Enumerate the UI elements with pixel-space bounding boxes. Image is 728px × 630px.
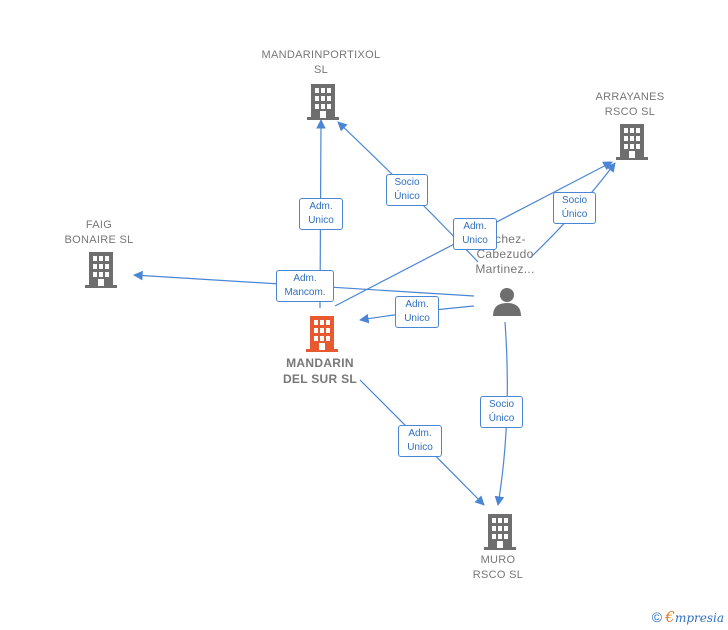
edge-label-adm-mancom[interactable]: Adm. Mancom. [276, 270, 334, 302]
node-label-line: MANDARIN [286, 356, 354, 370]
edge-label-line: Único [561, 209, 588, 220]
edge-label-line: Único [394, 191, 420, 202]
edge-label-line: Socio [561, 195, 587, 206]
copyright-notice: © €mpresia [652, 608, 724, 626]
edge-label-line: Adm. [309, 201, 333, 212]
node-label-mandarinportixol[interactable]: MANDARINPORTIXOL SL [251, 48, 391, 78]
building-icon[interactable] [484, 514, 516, 550]
building-icon-highlighted[interactable] [306, 316, 338, 352]
node-label-line: RSCO SL [472, 569, 524, 581]
edge-label-line: Adm. [408, 428, 432, 439]
edge-label-adm-unico[interactable]: Adm. Unico [299, 198, 343, 230]
person-icon[interactable] [492, 286, 522, 316]
node-label-line: MANDARINPORTIXOL [261, 49, 381, 61]
edge-label-line: Unico [462, 235, 488, 246]
node-label-line: ARRAYANES [595, 91, 665, 103]
node-label-line: RSCO SL [604, 106, 656, 118]
building-icon[interactable] [85, 252, 117, 288]
node-label-person[interactable]: ...chez- Cabezudo Martinez... [460, 232, 550, 277]
node-label-mandarin-del-sur[interactable]: MANDARIN DEL SUR SL [270, 355, 370, 387]
node-label-line: FAIG [85, 219, 113, 231]
node-label-line: BONAIRE SL [64, 234, 134, 246]
edge-label-line: Mancom. [284, 287, 326, 298]
edge-label-line: Socio [394, 177, 420, 188]
node-label-muro[interactable]: MURO RSCO SL [458, 553, 538, 583]
node-label-line: Cabezudo [476, 247, 534, 261]
edge-label-adm-unico[interactable]: Adm. Unico [453, 218, 497, 250]
edge-label-line: Único [488, 413, 515, 424]
edge-label-line: Adm. [405, 299, 429, 310]
node-label-line: MURO [480, 554, 516, 566]
edge-label-socio-unico[interactable]: Socio Único [386, 174, 428, 206]
edge-label-adm-unico[interactable]: Adm. Unico [398, 425, 442, 457]
edge-label-line: Unico [308, 215, 334, 226]
building-icon[interactable] [616, 124, 648, 160]
copyright-icon: © [651, 609, 663, 625]
node-label-arrayanes[interactable]: ARRAYANES RSCO SL [580, 90, 680, 120]
edge-label-adm-unico[interactable]: Adm. Unico [395, 296, 439, 328]
node-label-line: DEL SUR SL [282, 372, 358, 386]
brand-name: mpresia [674, 611, 724, 625]
edge-label-line: Unico [404, 313, 430, 324]
node-label-line: SL [313, 64, 329, 76]
edge-label-line: Unico [407, 442, 433, 453]
edge-label-line: Adm. [463, 221, 487, 232]
edge-label-socio-unico[interactable]: Socio Único [553, 192, 596, 224]
building-icon[interactable] [307, 84, 339, 120]
edge-label-socio-unico[interactable]: Socio Único [480, 396, 523, 428]
node-label-faig[interactable]: FAIG BONAIRE SL [49, 218, 149, 248]
edge-label-line: Adm. [293, 273, 317, 284]
brand-logo-initial: € [665, 608, 675, 626]
edge-label-line: Socio [488, 399, 514, 410]
node-label-line: Martinez... [475, 262, 535, 276]
